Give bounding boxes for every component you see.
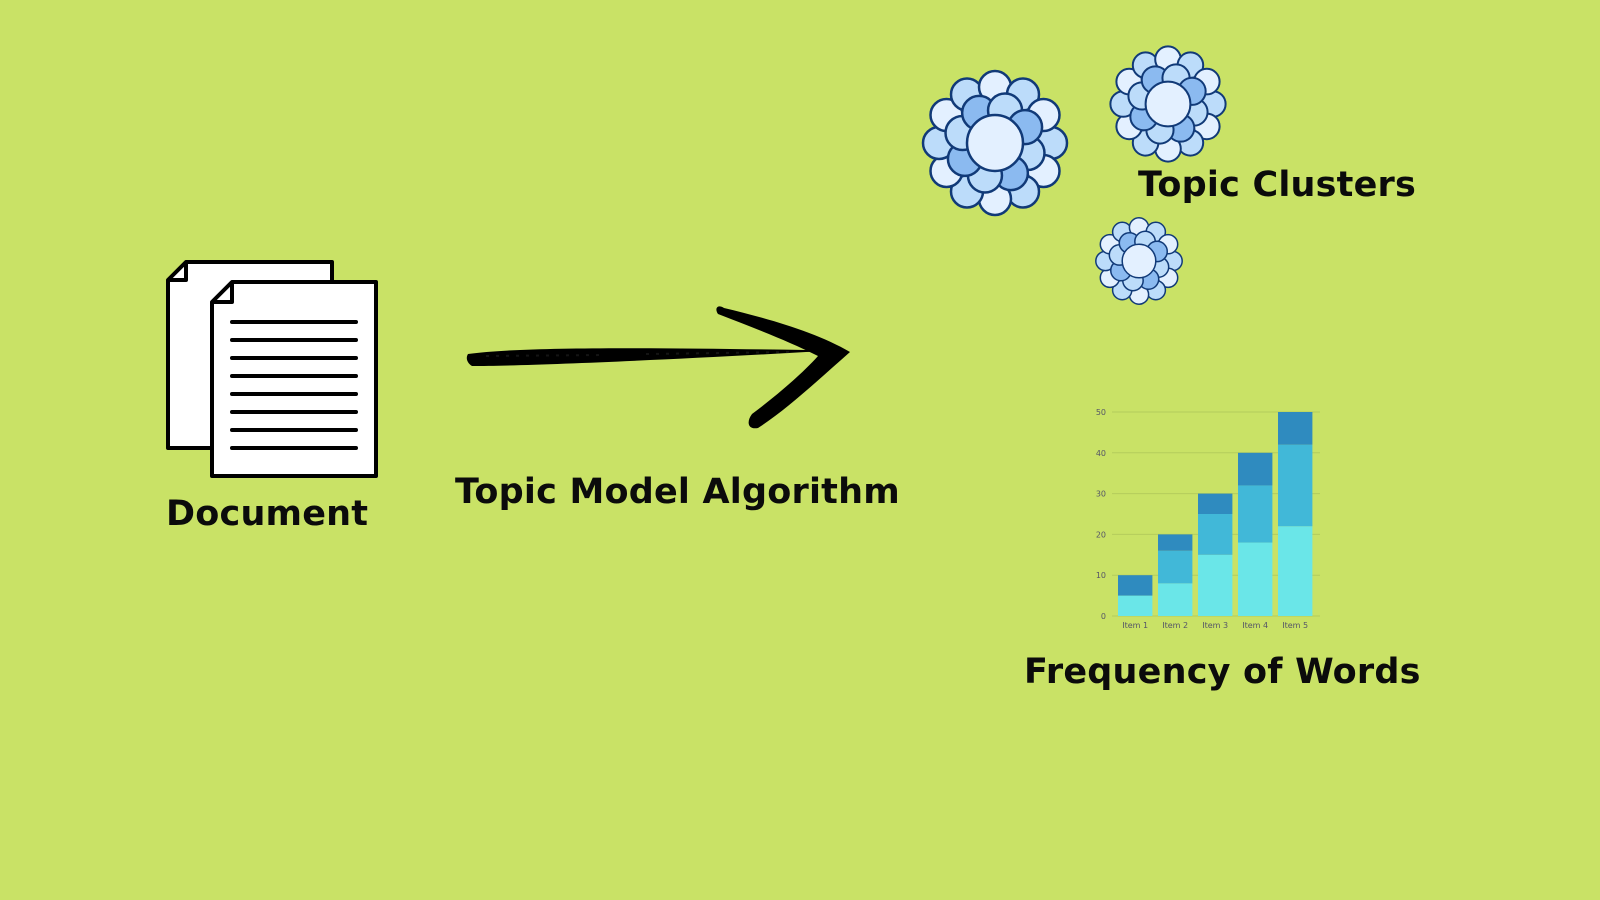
arrow-right-icon [466,306,850,429]
frequency-label: Frequency of Words [1024,652,1421,692]
bar-segment [1238,452,1273,486]
bubble-cluster-icon [921,69,1069,217]
y-tick-label: 10 [1096,571,1106,580]
y-tick-label: 50 [1096,408,1106,417]
y-tick-label: 40 [1096,449,1106,458]
bar-segment [1118,575,1153,596]
bubble [1121,243,1157,279]
algorithm-label: Topic Model Algorithm [455,472,900,512]
y-tick-label: 20 [1096,530,1106,539]
document-label: Document [166,494,369,534]
bubble [965,113,1025,173]
x-tick-label: Item 1 [1122,621,1148,630]
bar-segment [1238,485,1273,543]
y-tick-label: 30 [1096,490,1106,499]
bar-segment [1238,542,1273,616]
bar-segment [1158,583,1193,616]
bar-segment [1278,444,1313,527]
x-tick-label: Item 4 [1242,621,1268,630]
bar-segment [1158,534,1193,551]
x-tick-label: Item 3 [1202,621,1228,630]
x-tick-label: Item 5 [1282,621,1308,630]
bar-segment [1198,554,1233,616]
bar-segment [1118,595,1153,616]
bubble-cluster-icon [1095,217,1183,305]
x-tick-label: Item 2 [1162,621,1188,630]
bubble [1144,80,1192,128]
bar-segment [1158,550,1193,584]
bubble-cluster-icon [1109,45,1227,163]
bar-segment [1278,412,1313,445]
clusters-label: Topic Clusters [1138,165,1417,205]
document-stack-icon [166,260,378,478]
bar-segment [1278,526,1313,616]
y-tick-label: 0 [1101,612,1106,621]
bar-segment [1198,493,1233,514]
bar-segment [1198,514,1233,555]
